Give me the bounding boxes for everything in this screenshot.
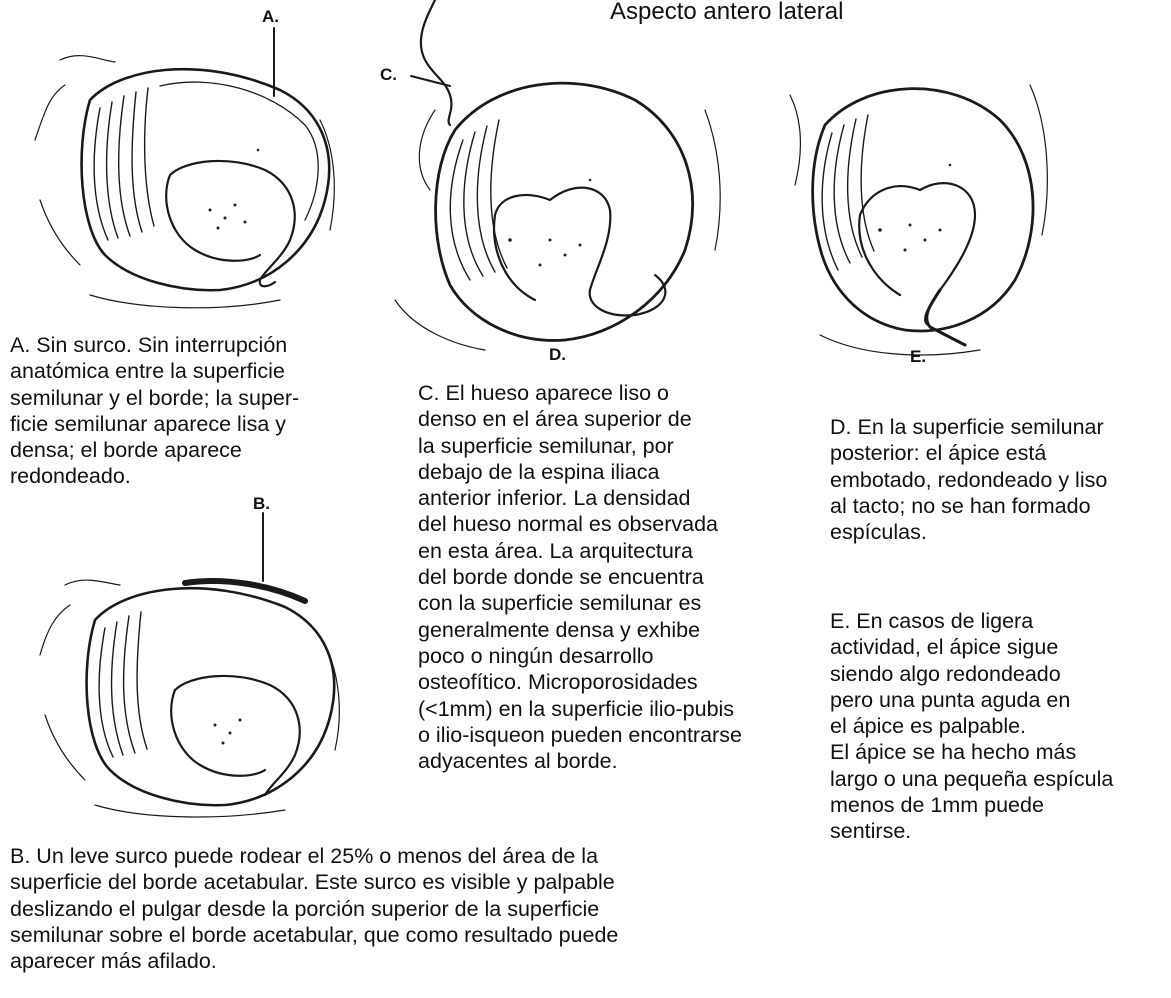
figure-a-label: A.	[262, 7, 279, 26]
figure-b-acetabulum: B.	[39, 495, 340, 818]
caption-c: C. El hueso aparece liso o denso en el á…	[418, 381, 742, 774]
figure-b-label: B.	[253, 495, 270, 513]
figure-e-acetabulum: E.	[789, 84, 1048, 366]
caption-e: E. En casos de ligera actividad, el ápic…	[830, 609, 1114, 844]
caption-a: A. Sin surco. Sin interrupción anatómica…	[10, 333, 300, 489]
figure-c-d-acetabulum: C. D.	[380, 0, 721, 364]
figure-a-acetabulum: A.	[34, 7, 335, 309]
figure-e-label: E.	[910, 347, 926, 366]
figure-c-label: C.	[380, 65, 397, 84]
caption-b: B. Un leve surco puede rodear el 25% o m…	[10, 844, 619, 974]
diagram-heading: Aspecto antero lateral	[610, 0, 844, 25]
caption-d: D. En la superficie semilunar posterior:…	[830, 415, 1108, 545]
figure-d-label: D.	[549, 345, 566, 364]
